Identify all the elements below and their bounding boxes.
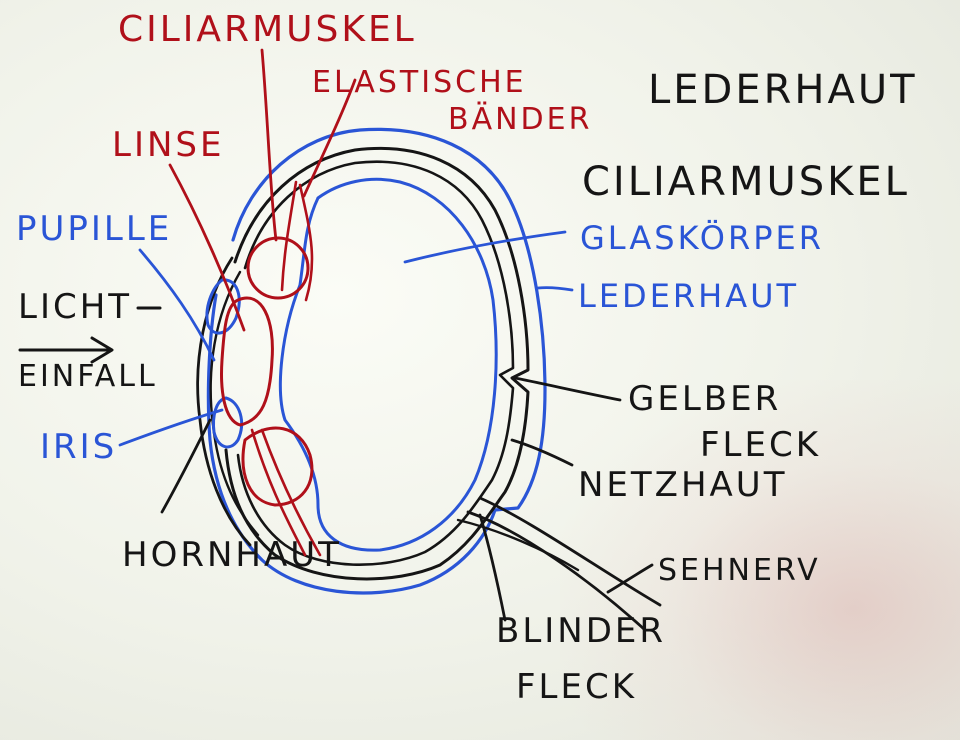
optic-nerve-lower [466, 510, 647, 632]
iris-upper [205, 278, 241, 335]
lighting-glare [560, 380, 960, 740]
label-iris: IRIS [40, 427, 118, 467]
label-baender: BÄNDER [448, 102, 593, 137]
label-ciliarmuskel-black: CILIARMUSKEL [582, 159, 910, 205]
optic-nerve-inner [456, 518, 580, 572]
label-einfall: EINFALL [18, 359, 158, 394]
leader-pupille [138, 248, 216, 362]
label-gelber: GELBER [628, 379, 782, 419]
leader-sehnerv [606, 563, 654, 594]
label-lederhaut-blue: LEDERHAUT [578, 277, 800, 315]
outer-blue-contour [206, 127, 547, 595]
leader-hornhaut [160, 418, 212, 514]
label-elastische: ELASTISCHE [312, 65, 527, 100]
label-licht: LICHT [18, 287, 133, 327]
ciliary-muscle-upper [246, 236, 310, 300]
elastic-band-2 [280, 180, 298, 292]
leader-lederhaut-blue [536, 286, 574, 292]
leader-ciliarmuskel [260, 48, 278, 242]
label-hornhaut: HORNHAUT [122, 535, 342, 575]
elastic-band-1 [298, 183, 314, 302]
leader-blinder-fleck [478, 513, 507, 622]
elastic-band-3 [260, 428, 322, 557]
black-contour-outer [224, 146, 530, 581]
label-fleck-blind: FLECK [516, 667, 638, 707]
optic-nerve-upper [478, 496, 662, 607]
label-netzhaut: NETZHAUT [578, 465, 788, 505]
inner-blue-contour [278, 177, 498, 552]
leader-linse [168, 163, 246, 332]
black-contour-inner [236, 160, 515, 567]
ciliary-muscle-lower [241, 426, 314, 507]
leader-netzhaut [510, 438, 574, 467]
leader-glaskoerper [403, 230, 567, 264]
label-ciliarmuskel-red: CILIARMUSKEL [118, 9, 417, 50]
label-lederhaut-black: LEDERHAUT [648, 67, 918, 113]
leader-elastische-baender [302, 78, 357, 198]
leader-gelber-fleck [513, 376, 622, 402]
leader-iris [118, 408, 224, 447]
label-fleck-gelb: FLECK [700, 425, 822, 465]
lens-shape [220, 296, 274, 427]
label-pupille: PUPILLE [16, 209, 173, 249]
elastic-band-4 [250, 428, 307, 557]
label-linse: LINSE [112, 125, 225, 165]
cornea-arc-outer [196, 256, 252, 547]
label-sehnerv: SEHNERV [658, 553, 821, 588]
light-entry-arrow [18, 336, 114, 364]
label-glaskoerper: GLASKÖRPER [580, 219, 824, 257]
iris-lower [212, 396, 243, 449]
label-blinder: BLINDER [496, 611, 667, 651]
